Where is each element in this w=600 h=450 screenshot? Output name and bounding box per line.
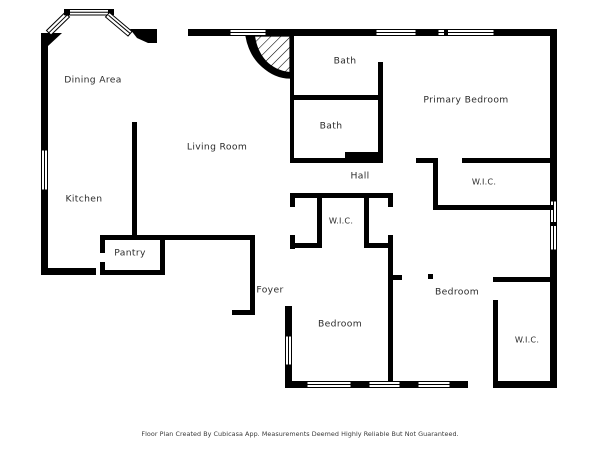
- wall-bottom-d: [450, 381, 468, 388]
- wall-foyer-bottom: [232, 310, 255, 315]
- wall-wicHall-left-a: [290, 193, 295, 207]
- room-label-foyer: Foyer: [256, 285, 283, 296]
- window-top-3-mullion: [444, 29, 448, 36]
- hatched-corner-feature: [245, 35, 291, 79]
- bay-angle-left-solid: [41, 33, 62, 46]
- room-label-wic-primary: W.I.C.: [472, 177, 496, 187]
- bay-pane-right-bar: [108, 14, 131, 35]
- room-label-bath-upper: Bath: [334, 56, 357, 67]
- wall-bottom-b: [351, 381, 369, 388]
- wall-wicHall-right-a: [388, 193, 393, 207]
- wall-wicHall-inner-left: [317, 198, 322, 245]
- wall-pantry-bottom: [100, 270, 165, 275]
- exterior-walls: [41, 29, 557, 388]
- wall-foyer-right: [250, 235, 255, 315]
- wall-bath-divider: [290, 95, 383, 100]
- wall-top-stub: [148, 29, 157, 43]
- bedroom-left-window: [285, 335, 292, 366]
- wall-wicHall-bottom-b: [364, 243, 393, 248]
- hatched-corner-outline: [246, 36, 290, 78]
- wall-bottom-c: [400, 381, 418, 388]
- interior-walls: [100, 36, 553, 381]
- room-label-living-room: Living Room: [187, 142, 247, 153]
- room-label-primary-bedroom: Primary Bedroom: [423, 95, 508, 106]
- wall-wicHall-inner-right: [364, 198, 369, 245]
- right-wall-windows: [550, 200, 557, 251]
- wall-bedroom-dot: [428, 274, 433, 279]
- wall-wic-primary-left: [433, 158, 438, 210]
- wall-bedroom-left-a: [285, 306, 292, 336]
- wall-hall-top-b: [416, 158, 438, 163]
- wall-pantry-top: [100, 235, 255, 240]
- wall-right-mid: [550, 250, 557, 290]
- wall-top-a: [188, 29, 230, 36]
- wall-wicBedroom-left: [493, 300, 498, 381]
- room-labels: Dining Area Living Room Kitchen Pantry F…: [64, 56, 539, 345]
- wall-pantry-right: [160, 235, 165, 275]
- bay-window-dining: [41, 9, 148, 46]
- room-label-wic-bedroom: W.I.C.: [515, 335, 539, 345]
- wall-bottom-a: [285, 381, 307, 388]
- wall-bedroom-nub: [393, 275, 402, 280]
- wall-wicHall-right-b: [388, 235, 393, 249]
- wall-top-b: [266, 29, 308, 36]
- bay-node-left: [64, 9, 70, 15]
- bay-angle-right-solid: [130, 29, 148, 43]
- wall-bath-right-upper: [378, 62, 383, 100]
- wall-top-c: [308, 29, 376, 36]
- room-label-bedroom-left: Bedroom: [318, 319, 362, 330]
- wall-wicHall-top: [290, 193, 393, 198]
- room-label-bath-lower: Bath: [320, 121, 343, 132]
- room-label-wic-hall: W.I.C.: [329, 216, 353, 226]
- wall-wicHall-left-b: [290, 235, 295, 249]
- wall-bottom-e: [493, 381, 557, 388]
- wall-kitchen-living: [132, 122, 137, 240]
- wall-right-lower: [550, 290, 557, 388]
- room-label-pantry: Pantry: [114, 248, 146, 259]
- wall-bath-left-lower: [290, 100, 294, 162]
- wall-wic-primary-bottom: [433, 205, 553, 210]
- room-label-bedroom-right: Bedroom: [435, 287, 479, 298]
- wall-hall-top-c: [462, 158, 550, 163]
- wall-pantry-left-a: [100, 235, 105, 253]
- wall-bath-left-upper: [290, 36, 294, 96]
- wall-wicHall-bottom-a: [290, 243, 322, 248]
- wall-bedroom-left-b: [285, 365, 292, 388]
- window-right-1-mullion: [550, 222, 557, 226]
- footer-disclaimer: Floor Plan Created By Cubicasa App. Meas…: [141, 430, 458, 438]
- bay-pane-left-bar: [48, 14, 68, 34]
- wall-hall-door-header: [345, 152, 383, 163]
- room-label-hall: Hall: [350, 171, 369, 182]
- wall-left-lower: [41, 190, 48, 275]
- wall-pantry-left-b: [100, 262, 105, 275]
- left-wall-window: [41, 149, 48, 191]
- wall-left-upper: [41, 33, 48, 150]
- wall-kitchen-bottom: [41, 268, 96, 275]
- wall-wicBedroom-top: [493, 277, 553, 282]
- bottom-wall-windows: [306, 381, 451, 388]
- wall-hall-top-a: [290, 158, 345, 163]
- room-label-kitchen: Kitchen: [66, 194, 103, 205]
- top-wall-windows: [229, 29, 495, 36]
- wall-top-d: [416, 29, 438, 36]
- room-label-dining-area: Dining Area: [64, 75, 122, 86]
- wall-bath-right-lower: [378, 100, 383, 162]
- wall-top-e: [494, 29, 557, 36]
- wall-right-upper: [550, 29, 557, 201]
- wall-bedrooms-divider: [388, 248, 393, 381]
